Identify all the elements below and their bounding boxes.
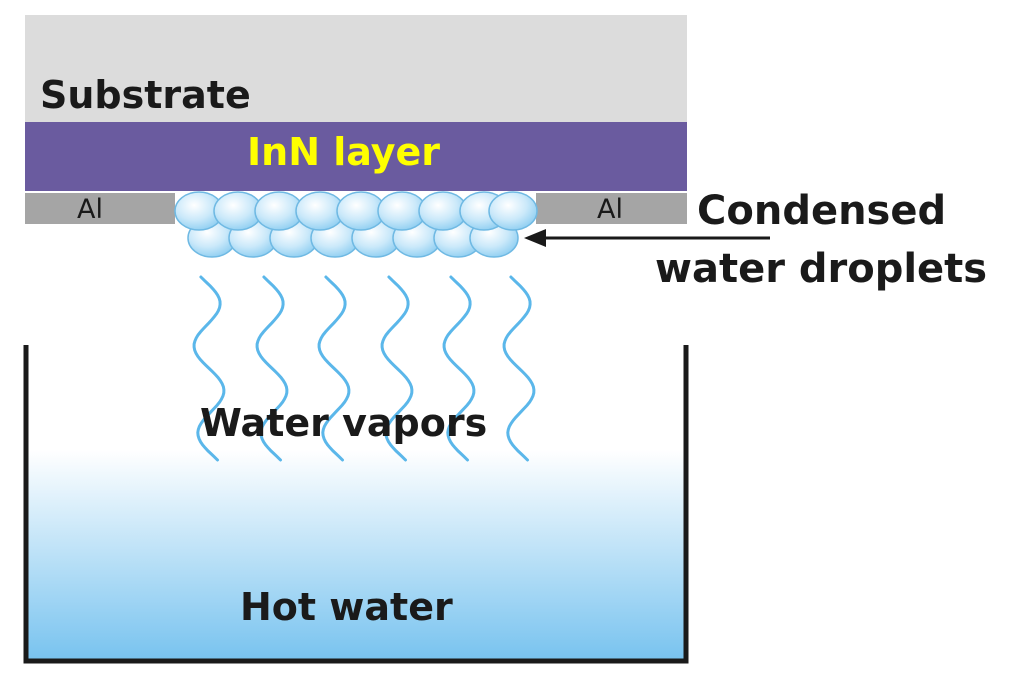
inn-layer-block bbox=[25, 122, 687, 191]
water-droplet bbox=[488, 191, 538, 231]
water-vapor-lines bbox=[192, 275, 536, 462]
hot-water-label: Hot water bbox=[240, 585, 453, 629]
al-label-right: Al bbox=[597, 194, 623, 225]
vapor-wave bbox=[380, 275, 414, 462]
vapor-wave bbox=[317, 275, 351, 462]
al-contact-left bbox=[25, 193, 175, 224]
inn-layer-label: InN layer bbox=[247, 130, 441, 174]
al-label-left: Al bbox=[77, 194, 103, 225]
vapor-wave bbox=[502, 275, 536, 462]
substrate-label: Substrate bbox=[40, 73, 251, 117]
hot-water bbox=[27, 450, 685, 660]
vapor-wave bbox=[255, 275, 289, 462]
beaker bbox=[23, 345, 689, 664]
vapor-wave bbox=[192, 275, 226, 462]
droplets-label-line1: Condensed bbox=[697, 188, 947, 234]
condensed-droplets bbox=[174, 191, 538, 258]
vapor-wave bbox=[442, 275, 476, 462]
droplets-label-line2: water droplets bbox=[655, 246, 988, 292]
al-contact-right bbox=[536, 193, 687, 224]
water-vapors-label: Water vapors bbox=[200, 401, 488, 445]
substrate-block bbox=[25, 15, 687, 122]
pointer-arrow bbox=[524, 229, 770, 247]
